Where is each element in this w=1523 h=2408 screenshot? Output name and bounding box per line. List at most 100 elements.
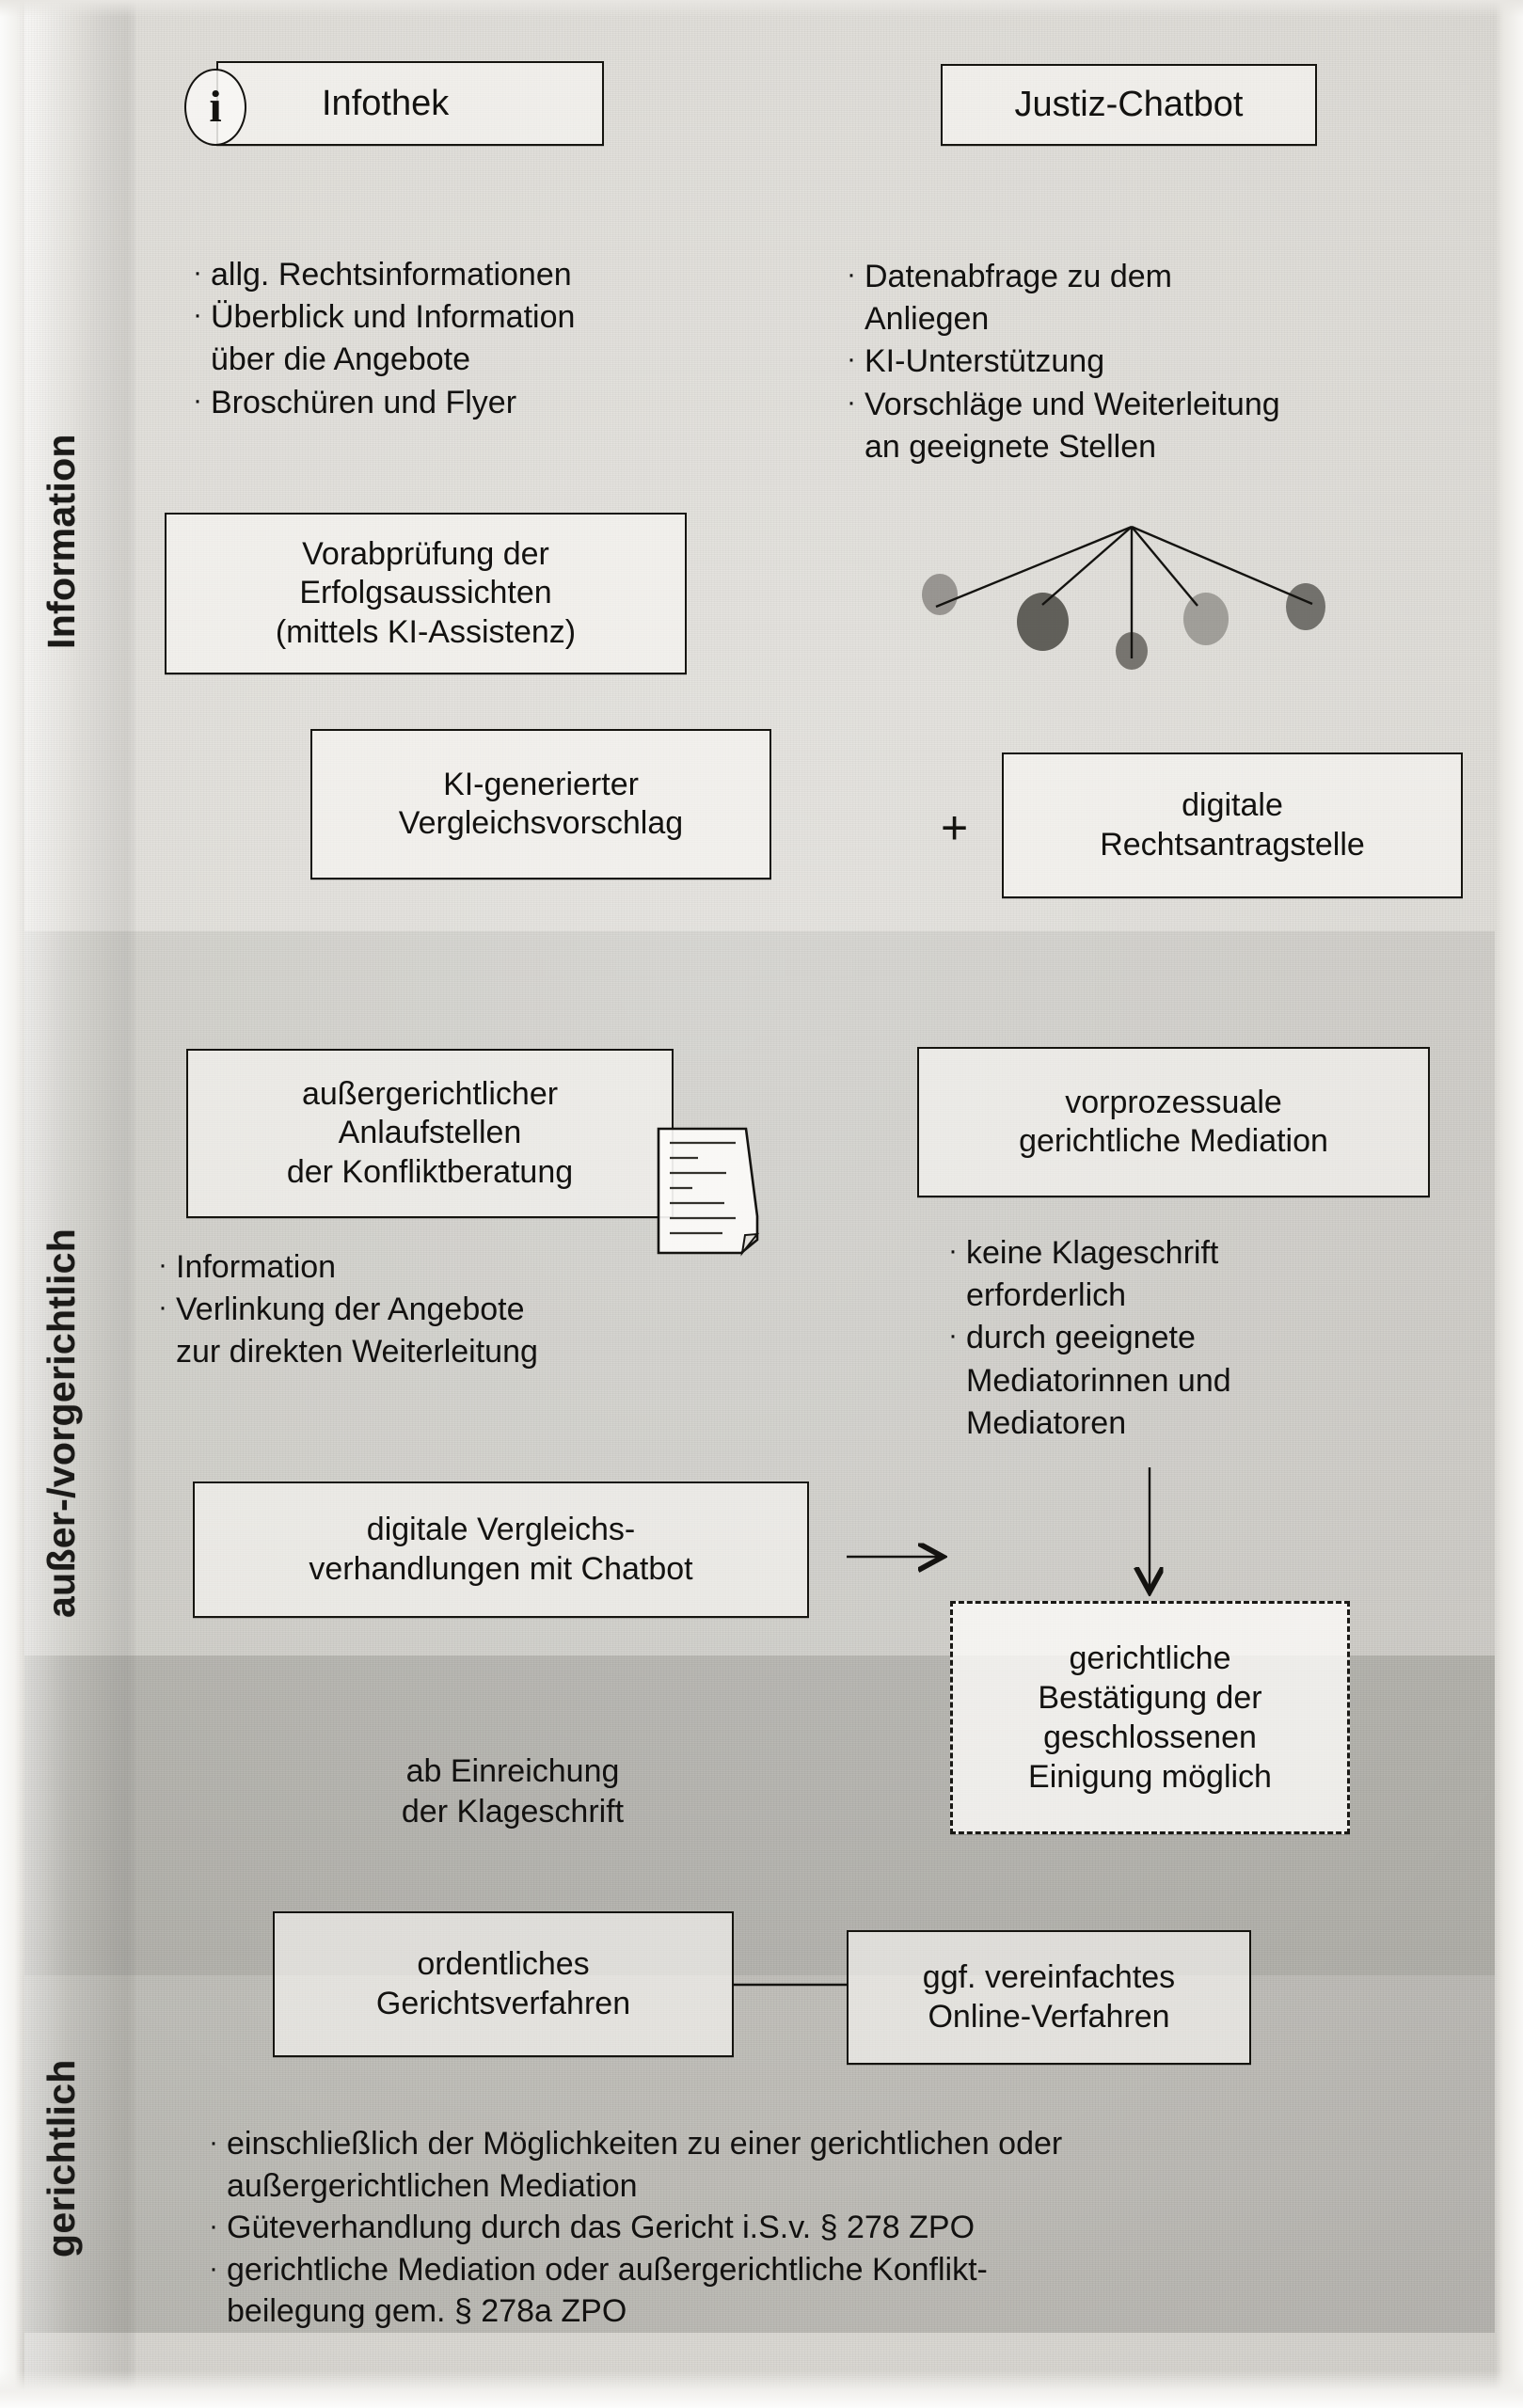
bullet-marker: · bbox=[193, 299, 202, 331]
bullet-marker: · bbox=[209, 2252, 218, 2284]
box-online-verfahren[interactable]: ggf. vereinfachtes Online-Verfahren bbox=[847, 1930, 1251, 2065]
box-anlaufstellen-line: der Konfliktberatung bbox=[286, 1153, 574, 1190]
list-item-text: an geeignete Stellen bbox=[865, 428, 1157, 465]
list-item-text: Mediatoren bbox=[966, 1404, 1127, 1441]
bullet-marker: · bbox=[847, 343, 856, 375]
bullet-marker: · bbox=[193, 257, 202, 288]
box-digitale-rechtsantragstelle[interactable]: digitale Rechtsantragstelle bbox=[1002, 752, 1463, 898]
bullet-marker: · bbox=[948, 1320, 958, 1352]
box-vergleichsverhandlungen-line: verhandlungen mit Chatbot bbox=[309, 1550, 693, 1587]
box-aussergerichtliche-anlaufstellen[interactable]: außergerichtlicher Anlaufstellen der Kon… bbox=[186, 1049, 674, 1218]
list-item: ·Broschüren und Flyer bbox=[193, 382, 720, 423]
fan-node-blob bbox=[1183, 593, 1229, 645]
box-vorabpruefung[interactable]: Vorabprüfung der Erfolgsaussichten (mitt… bbox=[165, 513, 687, 674]
list-item: Mediatoren bbox=[948, 1402, 1475, 1444]
list-item-text: zur direkten Weiterleitung bbox=[176, 1334, 538, 1370]
bullet-marker: · bbox=[847, 259, 856, 290]
list-item-text: Anliegen bbox=[865, 301, 990, 338]
info-icon-letter: i bbox=[209, 82, 222, 132]
list-item-text: durch geeignete bbox=[966, 1320, 1196, 1356]
box-infothek-label: Infothek bbox=[322, 83, 450, 123]
bullet-marker: · bbox=[158, 1249, 167, 1280]
annotation-line: ab Einreichung bbox=[405, 1753, 620, 1789]
box-bestaetigung-line: Bestätigung der bbox=[1038, 1679, 1262, 1716]
list-item: erforderlich bbox=[948, 1275, 1475, 1316]
box-vorabpruefung-line: Erfolgsaussichten bbox=[299, 575, 552, 611]
list-item-text: beilegung gem. § 278a ZPO bbox=[227, 2293, 627, 2330]
box-vorabpruefung-line: (mittels KI-Assistenz) bbox=[275, 613, 577, 650]
list-item-text: Überblick und Information bbox=[211, 299, 576, 336]
list-item-text: KI-Unterstützung bbox=[865, 343, 1105, 380]
list-item-text: außergerichtlichen Mediation bbox=[227, 2167, 638, 2204]
page-edge-left bbox=[0, 0, 24, 2408]
list-item-text: gerichtliche Mediation oder außergericht… bbox=[227, 2251, 988, 2288]
page-gutter-shade bbox=[24, 0, 135, 2408]
box-anlaufstellen-line: außergerichtlicher bbox=[301, 1075, 559, 1112]
bullets-anlaufstellen: ·Information · Verlinkung der Angebote zu… bbox=[158, 1246, 760, 1374]
fan-node-blob bbox=[1286, 583, 1325, 630]
list-item: Mediatorinnen und bbox=[948, 1360, 1475, 1402]
list-item-text: allg. Rechtsinformationen bbox=[211, 257, 572, 293]
list-item: ·Vorschläge und Weiterleitung bbox=[847, 384, 1505, 425]
bullet-marker: · bbox=[209, 2127, 218, 2158]
list-item-text: Güteverhandlung durch das Gericht i.S.v.… bbox=[227, 2210, 976, 2246]
box-ordentliches-gerichtsverfahren[interactable]: ordentliches Gerichtsverfahren bbox=[273, 1911, 734, 2057]
list-item: Anliegen bbox=[847, 298, 1505, 340]
list-item: · KI-Unterstützung bbox=[847, 341, 1505, 382]
phase-label-gerichtlich: gerichtlich bbox=[40, 2059, 83, 2258]
fan-node-blob bbox=[1116, 632, 1148, 670]
box-gerichtliche-bestaetigung[interactable]: gerichtliche Bestätigung der geschlossen… bbox=[950, 1601, 1350, 1834]
box-digitale-vergleichsverhandlungen[interactable]: digitale Vergleichs- verhandlungen mit C… bbox=[193, 1481, 809, 1618]
fan-node-blob bbox=[1017, 593, 1069, 651]
list-item-text: Mediatorinnen und bbox=[966, 1362, 1231, 1399]
list-item: über die Angebote bbox=[193, 339, 720, 380]
page-edge-right bbox=[1495, 0, 1523, 2408]
phase-label-information: Information bbox=[40, 434, 83, 649]
plus-operator: + bbox=[941, 801, 969, 854]
box-online-verfahren-line: Online-Verfahren bbox=[928, 1998, 1170, 2035]
list-item: ·keine Klageschrift bbox=[948, 1232, 1475, 1274]
box-justiz-chatbot-label: Justiz-Chatbot bbox=[1014, 85, 1244, 125]
list-item: ·einschließlich der Möglichkeiten zu ein… bbox=[209, 2124, 1460, 2165]
list-item-text: über die Angebote bbox=[211, 341, 471, 378]
list-item: ·Information bbox=[158, 1246, 760, 1288]
list-item-text: Verlinkung der Angebote bbox=[176, 1291, 525, 1328]
box-digitale-rechtsantragstelle-line: digitale bbox=[1182, 787, 1283, 824]
bullet-marker: · bbox=[948, 1235, 958, 1266]
box-vorprozessuale-mediation[interactable]: vorprozessuale gerichtliche Mediation bbox=[917, 1047, 1430, 1197]
info-icon: i bbox=[184, 69, 246, 146]
list-item-text: Vorschläge und Weiterleitung bbox=[865, 386, 1280, 422]
box-bestaetigung-line: geschlossenen bbox=[1043, 1719, 1257, 1755]
list-item: an geeignete Stellen bbox=[847, 426, 1505, 467]
bullets-infothek: · allg. Rechtsinformationen · Überblick un… bbox=[193, 254, 720, 424]
box-digitale-rechtsantragstelle-line: Rechtsantragstelle bbox=[1100, 826, 1365, 863]
box-ki-vergleichsvorschlag-line: Vergleichsvorschlag bbox=[398, 805, 684, 841]
list-item: ·Güteverhandlung durch das Gericht i.S.v… bbox=[209, 2208, 1460, 2249]
box-online-verfahren-line: ggf. vereinfachtes bbox=[922, 1959, 1176, 1996]
box-ordentliches-line: ordentliches bbox=[417, 1946, 590, 1983]
list-item: ·Datenabfrage zu dem bbox=[847, 256, 1505, 297]
box-vergleichsverhandlungen-line: digitale Vergleichs- bbox=[366, 1512, 636, 1548]
box-ki-vergleichsvorschlag[interactable]: KI-generierter Vergleichsvorschlag bbox=[310, 729, 771, 879]
list-item: · Überblick und Information bbox=[193, 296, 720, 338]
box-bestaetigung-line: Einigung möglich bbox=[1028, 1759, 1272, 1796]
box-vorprozessuale-line: vorprozessuale bbox=[1065, 1084, 1282, 1120]
box-vorprozessuale-line: gerichtliche Mediation bbox=[1019, 1123, 1328, 1159]
bullet-marker: · bbox=[158, 1291, 167, 1323]
box-infothek[interactable]: Infothek bbox=[216, 61, 604, 146]
box-anlaufstellen-line: Anlaufstellen bbox=[338, 1115, 522, 1151]
annotation-ab-einreichung: ab Einreichung der Klageschrift bbox=[310, 1751, 715, 1832]
box-justiz-chatbot[interactable]: Justiz-Chatbot bbox=[941, 64, 1317, 146]
list-item: zur direkten Weiterleitung bbox=[158, 1331, 760, 1372]
box-bestaetigung-line: gerichtliche bbox=[1069, 1640, 1231, 1676]
bullet-marker: · bbox=[193, 384, 202, 416]
bullets-gerichtlich: ·einschließlich der Möglichkeiten zu ein… bbox=[209, 2124, 1460, 2334]
annotation-line: der Klageschrift bbox=[401, 1793, 625, 1830]
phase-label-aussergerichtlich: außer-/vorgerichtlich bbox=[40, 1228, 83, 1618]
page-edge-top bbox=[0, 0, 1523, 17]
list-item: beilegung gem. § 278a ZPO bbox=[209, 2291, 1460, 2333]
bullets-justiz-chatbot: ·Datenabfrage zu dem Anliegen · KI-Unters… bbox=[847, 256, 1505, 468]
box-ordentliches-line: Gerichtsverfahren bbox=[375, 1985, 631, 2021]
list-item-text: erforderlich bbox=[966, 1277, 1127, 1314]
